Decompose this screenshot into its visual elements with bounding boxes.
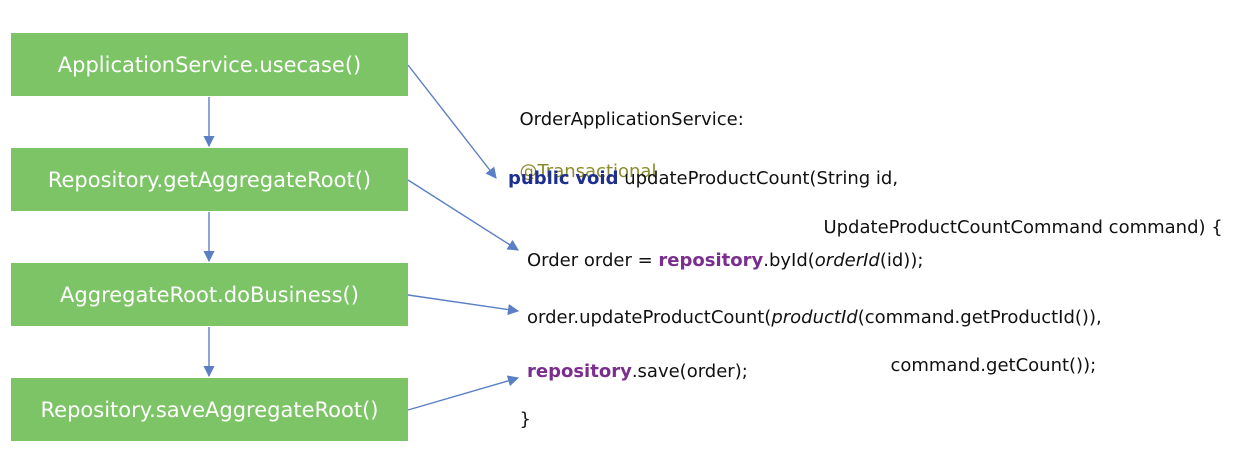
closing-brace-text: } [519, 409, 531, 430]
keyword-public: public [508, 168, 570, 189]
code-load-line: Order order = repository.byId(orderId(id… [527, 250, 923, 271]
save-call: .save(order); [631, 361, 748, 382]
keyword-void: void [575, 168, 619, 189]
step-application-service-usecase: ApplicationService.usecase() [11, 33, 408, 96]
annotation-text: @Transactional [519, 161, 657, 182]
code-update-line-2: command.getCount()); [879, 334, 1096, 376]
class-label-text: OrderApplicationService: [519, 109, 744, 130]
code-class-label: OrderApplicationService: [508, 88, 744, 130]
step-label: Repository.getAggregateRoot() [47, 167, 372, 192]
load-call: .byId( [763, 250, 815, 271]
step-label: AggregateRoot.doBusiness() [60, 282, 359, 307]
step-label: ApplicationService.usecase() [57, 52, 362, 77]
update-prefix: order.updateProductCount( [527, 307, 772, 328]
link-arrow-load [407, 179, 519, 251]
order-id-fn: orderId [814, 250, 880, 271]
code-save-line: repository.save(order); [527, 361, 748, 382]
code-closing-brace: } [508, 388, 531, 430]
step-repository-get-aggregate-root: Repository.getAggregateRoot() [11, 148, 408, 211]
code-method-signature-line-2: UpdateProductCountCommand command) { [812, 196, 1223, 238]
step-repository-save-aggregate-root: Repository.saveAggregateRoot() [11, 378, 408, 441]
code-annotation: @Transactional [508, 140, 656, 182]
step-label: Repository.saveAggregateRoot() [40, 397, 379, 422]
load-end: (id)); [879, 250, 924, 271]
repository-ref: repository [527, 361, 632, 382]
code-method-signature-line-1: public void updateProductCount(String id… [508, 168, 898, 189]
code-update-line-1: order.updateProductCount(productId(comma… [527, 307, 1102, 328]
method-signature-text: updateProductCount(String id, [618, 168, 899, 189]
link-arrow-save [407, 375, 520, 411]
method-signature-continuation: UpdateProductCountCommand command) { [823, 217, 1223, 238]
update-continuation: command.getCount()); [890, 355, 1097, 376]
link-arrow-business [407, 294, 520, 316]
update-mid: (command.getProductId()), [857, 307, 1102, 328]
repository-ref: repository [658, 250, 764, 271]
link-arrow-usecase [407, 64, 497, 179]
load-prefix: Order order = [527, 250, 659, 271]
product-id-fn: productId [771, 307, 858, 328]
step-aggregate-root-do-business: AggregateRoot.doBusiness() [11, 263, 408, 326]
